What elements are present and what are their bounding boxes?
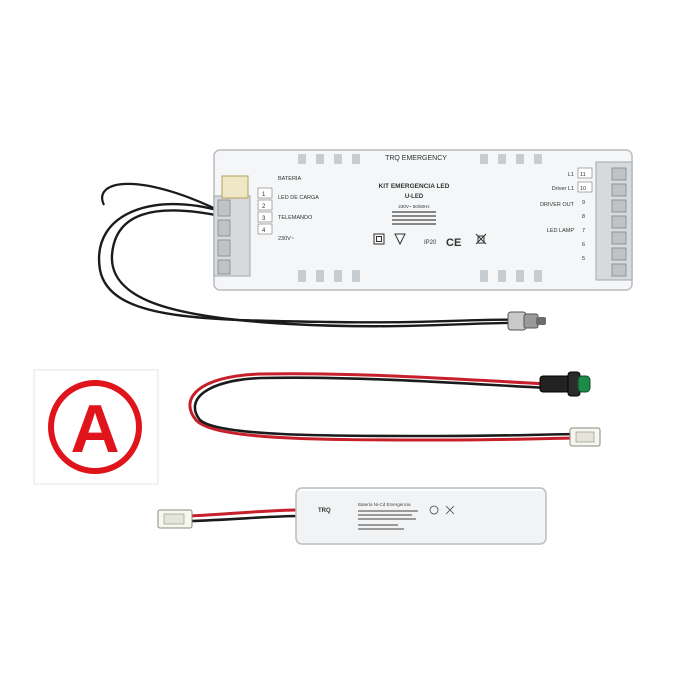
label-led-lamp: LED LAMP [547,228,575,234]
bottom-vents [298,270,542,282]
battery-black-wire [189,514,299,523]
right-terminal-number: 7 [582,228,585,234]
battery-pack: TRQ Batería Ni-Cd Emergencia [157,487,547,545]
left-terminal-number: 1 [262,192,266,198]
button-connector [507,311,546,331]
class-ii-icon [373,233,385,245]
label-230v: 230V~ [278,236,294,242]
battery-red-wire [189,508,299,518]
f-mark-icon [394,233,406,246]
driver-black-wire-3 [101,182,231,217]
left-terminal-number: 4 [262,228,266,234]
certification-symbols [373,233,487,246]
right-terminal-labels: L1 Driver L1 DRIVER OUT LED LAMP [540,172,575,234]
right-terminal-numbers: 11 10 9 8 7 6 5 [577,167,593,262]
ce-mark: CE [446,237,461,249]
battery-brand: TRQ [318,508,331,514]
led-cable-red-wire [188,372,577,442]
left-terminal-number: 3 [262,216,266,222]
driver-black-wire-1 [97,202,517,324]
sticker-letter: A [70,391,119,467]
driver-black-wire-2 [110,209,517,328]
left-terminal-number: 2 [262,204,266,210]
spec-fine-print [392,211,436,225]
battery-body [295,487,547,545]
label-l1: L1 [568,172,574,178]
right-terminal-number: 11 [580,172,586,178]
right-terminal-number: 6 [582,242,585,248]
label-driver-out: DRIVER OUT [540,202,575,208]
recycle-icon [429,505,439,515]
top-vents [298,154,542,164]
driver-spec-line: 230V~ 50/60Hz [398,204,430,209]
left-terminal-labels: BATERIA LED DE CARGA TELEMANDO 230V~ [278,176,319,242]
right-terminal-number: 10 [580,186,586,192]
weee-bin-icon [445,505,455,515]
brand-line: TRQ EMERGENCY [385,155,447,162]
battery-connector [157,509,193,529]
driver-center-label: TRQ EMERGENCY KIT EMERGENCIA LED U-LED 2… [379,155,450,225]
driver-subtitle: U-LED [405,194,424,200]
battery-symbols [429,505,455,515]
right-terminal-block [595,161,633,281]
right-terminal-number: 8 [582,214,585,220]
ip-rating: IP20 [424,240,437,246]
label-bateria: BATERIA [278,176,301,182]
label-led-de-carga: LED DE CARGA [278,195,319,201]
indicator-led-cable [188,371,601,447]
label-driver-l1: Driver L1 [552,186,574,192]
label-telemando: TELEMANDO [278,215,313,221]
right-terminal-number: 9 [582,200,585,206]
battery-fine-print [358,510,418,530]
battery-label: Batería Ni-Cd Emergencia [358,502,411,507]
indicator-led [539,371,591,397]
sticker-ring [48,380,142,474]
emergency-a-sticker: A [33,369,159,485]
jst-connector [569,427,601,447]
driver-title: KIT EMERGENCIA LED [379,183,450,190]
left-terminal-numbers: 1 2 3 4 [257,187,273,235]
led-cable-black-wire [193,376,577,438]
left-terminal-block [213,175,251,277]
right-terminal-number: 5 [582,256,585,262]
emergency-driver-module: 1 2 3 4 BATERIA LED DE CARGA TELEMANDO 2… [97,149,633,331]
